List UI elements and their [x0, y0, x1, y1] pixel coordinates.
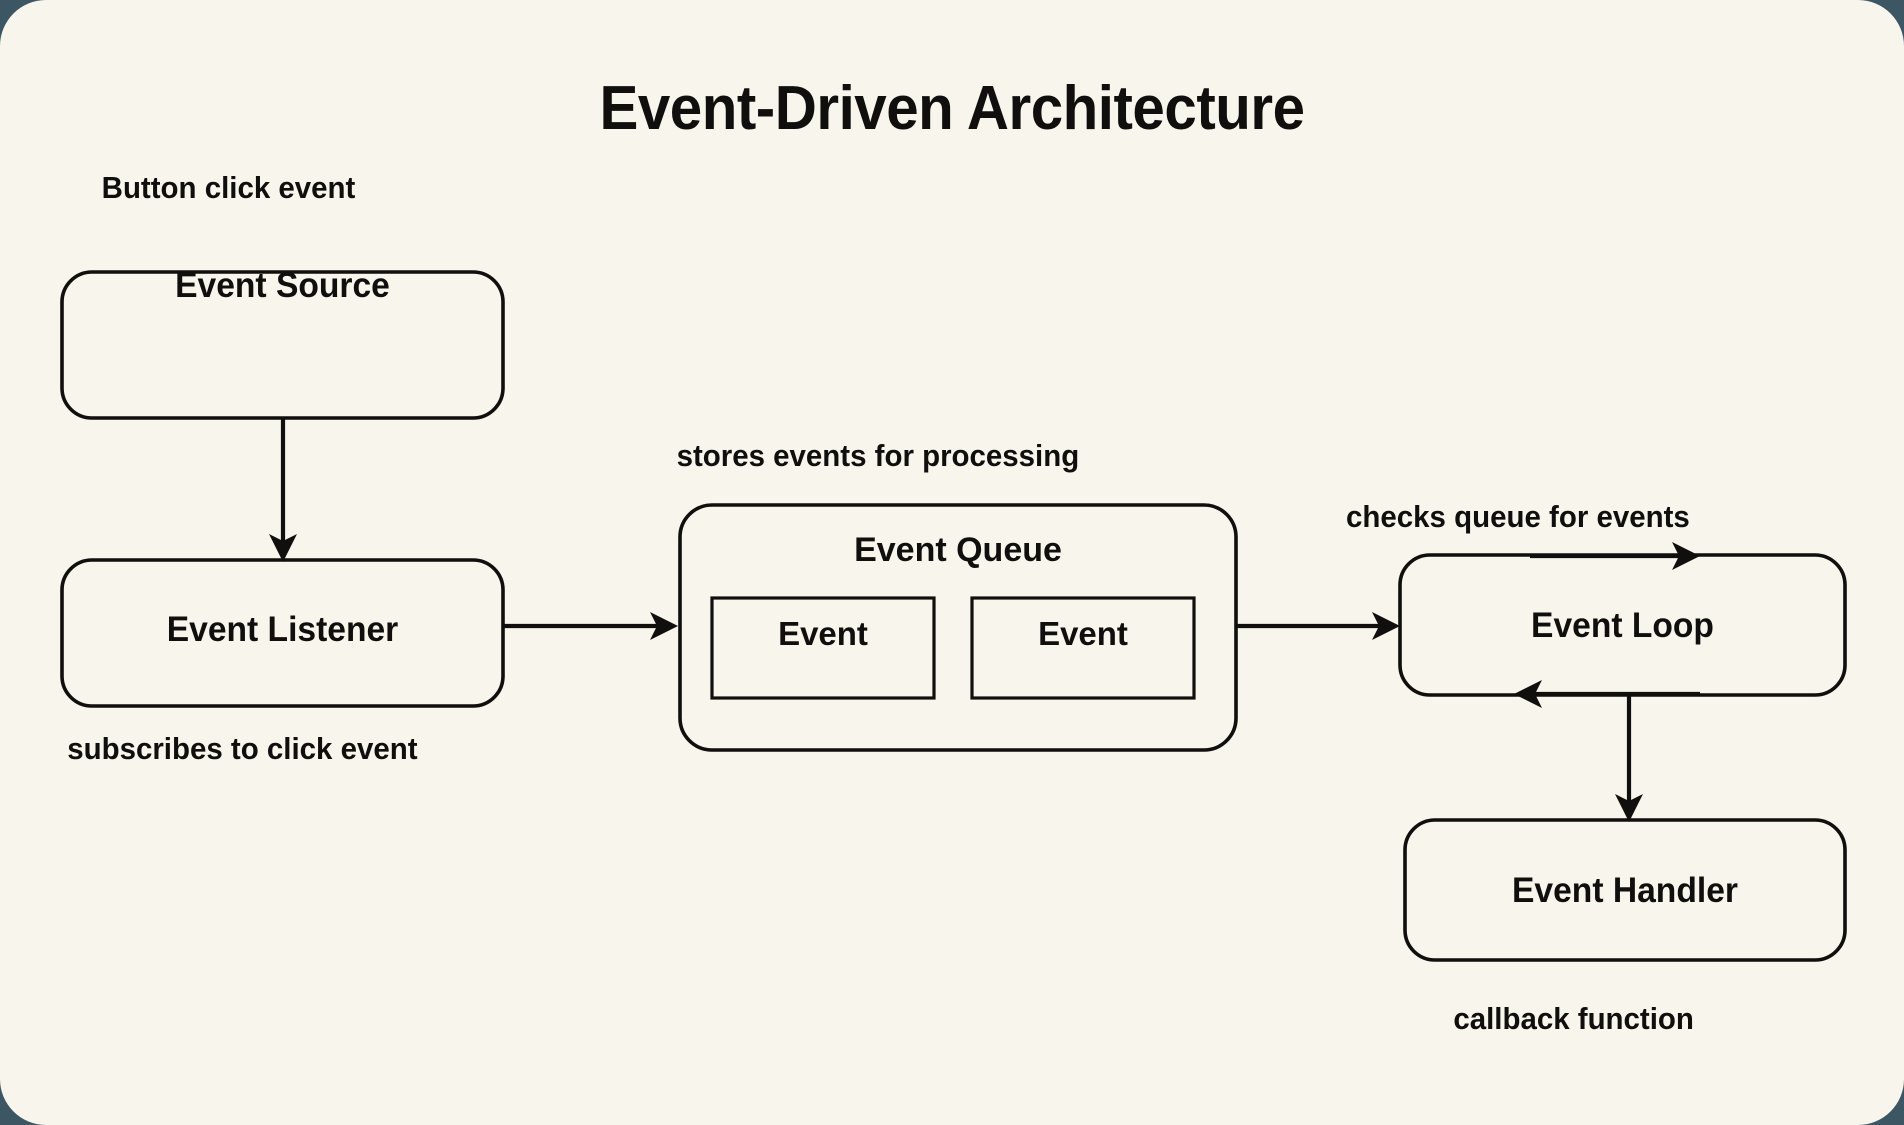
node-event-handler-shape[interactable] — [1403, 818, 1847, 962]
page-title: Event-Driven Architecture — [599, 74, 1305, 143]
node-label-event-listener[interactable]: Event Listener — [166, 610, 399, 649]
edge-label-callback-function: callback function — [1453, 1001, 1694, 1036]
node-label-event-source[interactable]: Event Source — [175, 266, 390, 305]
queued-event-1-label[interactable]: Event — [778, 615, 868, 652]
edge-label-stores-events-for-processing: stores events for processing — [676, 438, 1080, 473]
edge-listener-to-queue — [503, 612, 678, 640]
queued-event-1-shape[interactable] — [710, 596, 936, 700]
node-label-event-loop[interactable]: Event Loop — [1531, 606, 1714, 645]
edge-label-checks-queue-for-events: checks queue for events — [1346, 499, 1690, 534]
edge-loop-self-top — [1530, 542, 1700, 570]
queued-event-2-shape[interactable] — [970, 596, 1196, 700]
edge-loop-self-bottom — [1514, 680, 1700, 708]
edge-label-button-click-event: Button click event — [101, 170, 356, 205]
node-label-event-queue[interactable]: Event Queue — [854, 531, 1062, 569]
node-label-event-handler[interactable]: Event Handler — [1512, 871, 1738, 910]
edge-label-subscribes-to-click-event: subscribes to click event — [67, 731, 418, 766]
edge-loop-to-handler — [1615, 694, 1643, 822]
queued-event-2-label[interactable]: Event — [1038, 615, 1128, 652]
edge-source-to-listener — [269, 418, 297, 562]
edge-queue-to-loop — [1236, 612, 1400, 640]
